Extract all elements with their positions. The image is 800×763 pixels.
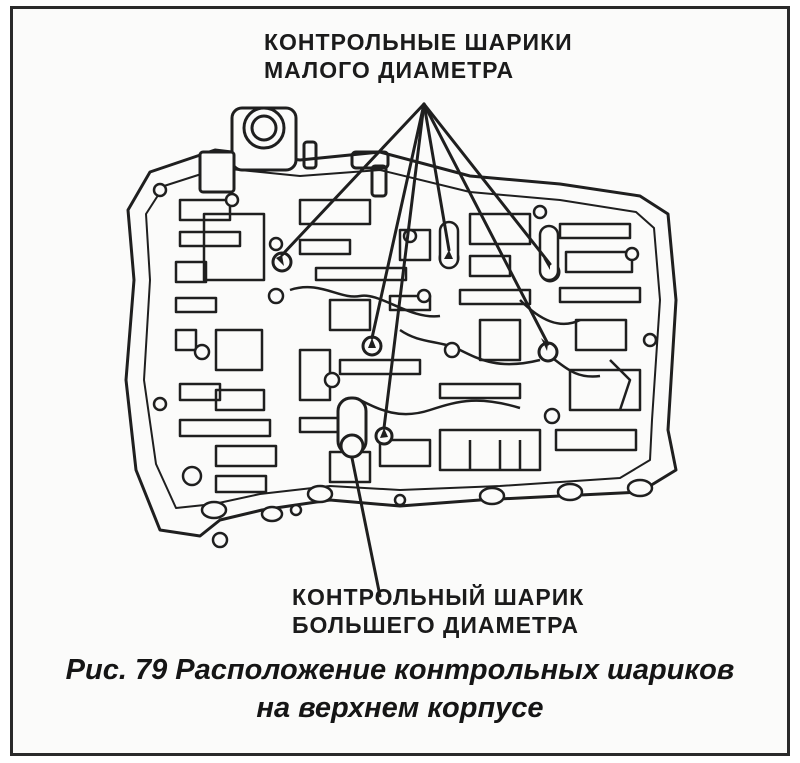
small-check-balls-label-line1: КОНТРОЛЬНЫЕ ШАРИКИ xyxy=(264,29,573,55)
large-check-ball-label-line1: КОНТРОЛЬНЫЙ ШАРИК xyxy=(292,584,585,610)
small-check-ball-6 xyxy=(537,341,559,363)
leader-small-4 xyxy=(422,102,451,252)
leader-small-3 xyxy=(382,102,426,430)
leader-small-1 xyxy=(280,102,426,257)
large-check-ball-label-line2: БОЛЬШЕГО ДИАМЕТРА xyxy=(292,612,579,638)
leader-large xyxy=(350,456,382,598)
figure-caption: Рис. 79 Расположение контрольных шариков… xyxy=(14,651,786,727)
large-check-ball xyxy=(339,433,365,459)
small-check-balls-label: КОНТРОЛЬНЫЕ ШАРИКИ МАЛОГО ДИАМЕТРА xyxy=(264,28,573,84)
small-check-balls-label-line2: МАЛОГО ДИАМЕТРА xyxy=(264,57,515,83)
figure-caption-line2: на верхнем корпусе xyxy=(256,692,544,724)
large-check-ball-label: КОНТРОЛЬНЫЙ ШАРИК БОЛЬШЕГО ДИАМЕТРА xyxy=(292,583,584,639)
leader-small-6 xyxy=(422,102,552,266)
leader-small-5 xyxy=(422,102,550,346)
leader-small-2 xyxy=(370,102,426,340)
figure-caption-line1: Рис. 79 Расположение контрольных шариков xyxy=(65,654,735,686)
